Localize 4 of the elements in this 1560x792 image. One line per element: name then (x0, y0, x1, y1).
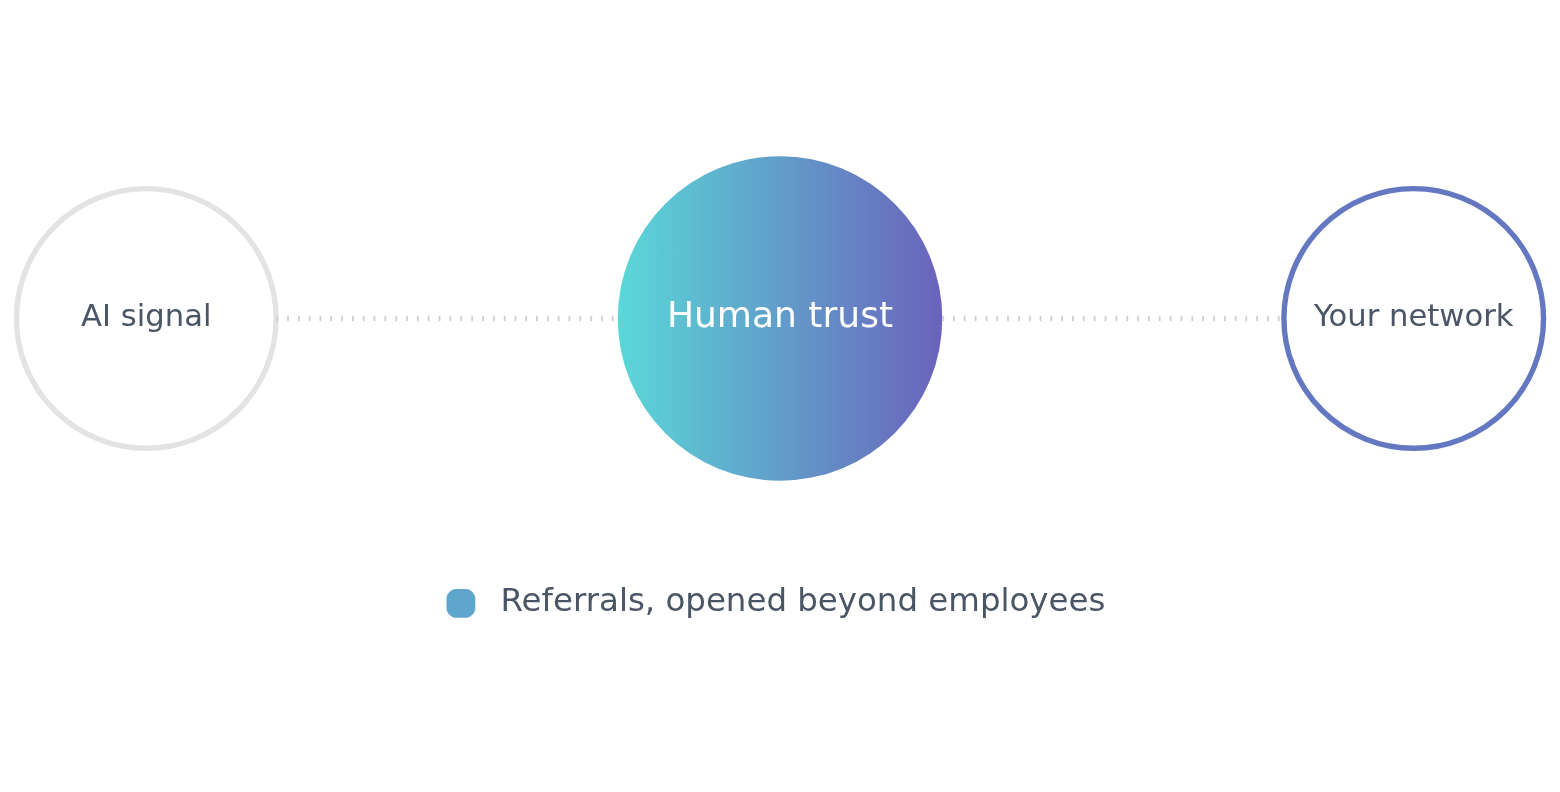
node-circle: AI signal (13, 185, 279, 451)
node-circle: Human trust (617, 156, 943, 481)
legend-label: Referrals, opened beyond employees (500, 581, 1106, 620)
node-circle: Your network (1281, 185, 1547, 451)
